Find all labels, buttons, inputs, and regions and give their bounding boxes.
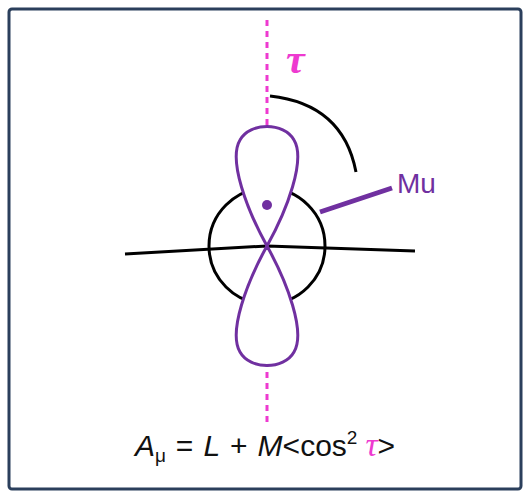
formula-bracket: > — [378, 429, 396, 462]
formula-angle-symbol: τ — [365, 426, 377, 463]
upper-orbital-lobe — [236, 127, 297, 247]
formula-operator: = — [176, 429, 194, 462]
formula-superscript: 2 — [347, 427, 358, 448]
formula-symbol: A — [135, 429, 155, 462]
hyperfine-formula: Aμ = L + M<cos2τ> — [0, 425, 530, 468]
angle-arc — [270, 96, 356, 172]
lower-orbital-lobe — [236, 246, 297, 366]
torsion-angle-symbol: τ — [286, 38, 305, 80]
mu-bond — [320, 188, 392, 212]
formula-operator: + — [230, 429, 248, 462]
formula-symbol: L — [203, 429, 220, 462]
frame-border — [9, 9, 521, 489]
formula-function: <cos — [283, 429, 347, 462]
formula-symbol: M — [258, 429, 283, 462]
formula-subscript: μ — [155, 445, 166, 466]
muon-label: Mu — [397, 170, 436, 198]
radical-dot — [262, 200, 272, 210]
